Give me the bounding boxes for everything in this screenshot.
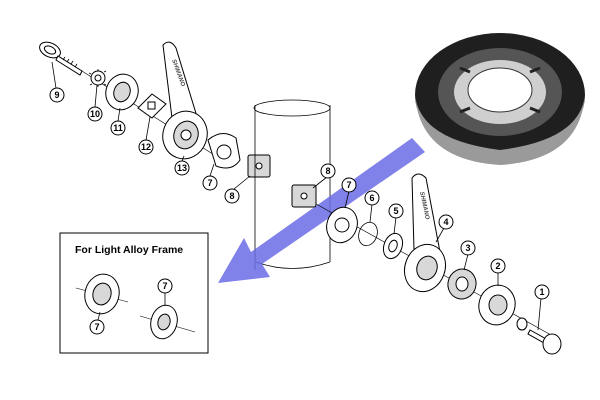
- bolt-1: [516, 317, 562, 355]
- boss-8-left: [247, 154, 271, 178]
- callout-3: 3: [460, 240, 476, 256]
- svg-text:4: 4: [443, 217, 448, 227]
- ratchet-3: [447, 268, 477, 300]
- svg-text:1: 1: [539, 287, 544, 297]
- callout-4: 4: [438, 214, 454, 230]
- inset-part-large: [75, 273, 129, 315]
- svg-text:7: 7: [346, 180, 351, 190]
- svg-text:11: 11: [113, 123, 123, 133]
- lever-4: SHIMANO: [403, 173, 447, 293]
- callout-8-left: 8: [224, 188, 240, 204]
- svg-text:5: 5: [393, 206, 398, 216]
- callout-7-inset-small: 7: [157, 278, 173, 294]
- clip-6: [358, 221, 378, 247]
- svg-text:7: 7: [162, 281, 167, 291]
- lever-13: SHIMANO: [162, 41, 208, 160]
- callout-7-left: 7: [202, 175, 218, 191]
- photo-inset-cap: [415, 33, 585, 165]
- svg-text:7: 7: [94, 322, 99, 332]
- svg-text:8: 8: [325, 166, 330, 176]
- bushing-11: [105, 73, 139, 111]
- callout-10: 10: [87, 106, 103, 122]
- callout-1: 1: [534, 284, 550, 300]
- bolt-9: [39, 41, 83, 76]
- svg-text:3: 3: [465, 243, 470, 253]
- callout-6: 6: [364, 190, 380, 206]
- boss-8-right: [291, 184, 317, 208]
- svg-text:8: 8: [229, 191, 234, 201]
- lever-4-brand: SHIMANO: [418, 191, 430, 220]
- inset-title: For Light Alloy Frame: [75, 244, 183, 256]
- callout-5: 5: [388, 203, 404, 219]
- cap-7-left: [207, 133, 241, 169]
- callout-7-right: 7: [341, 177, 357, 193]
- callout-13: 13: [174, 160, 190, 176]
- cap-7-right: [326, 206, 358, 244]
- callout-11: 11: [110, 120, 126, 136]
- cap-2: [478, 284, 516, 326]
- callout-7-inset-large: 7: [89, 319, 105, 335]
- callout-2: 2: [490, 258, 506, 274]
- callout-12: 12: [138, 139, 154, 155]
- leader-lines: [51, 61, 542, 331]
- direction-arrow: [218, 138, 425, 283]
- callout-8-right: 8: [320, 163, 336, 179]
- inset-part-small: [139, 304, 196, 340]
- svg-text:13: 13: [177, 163, 187, 173]
- svg-text:12: 12: [141, 142, 151, 152]
- svg-text:2: 2: [495, 261, 500, 271]
- plate-12: [137, 93, 167, 119]
- washer-5: [382, 232, 404, 260]
- svg-text:6: 6: [369, 193, 374, 203]
- svg-text:10: 10: [90, 109, 100, 119]
- svg-text:9: 9: [54, 90, 59, 100]
- callout-9: 9: [49, 87, 65, 103]
- star-washer-10: [88, 69, 107, 87]
- svg-text:7: 7: [207, 178, 212, 188]
